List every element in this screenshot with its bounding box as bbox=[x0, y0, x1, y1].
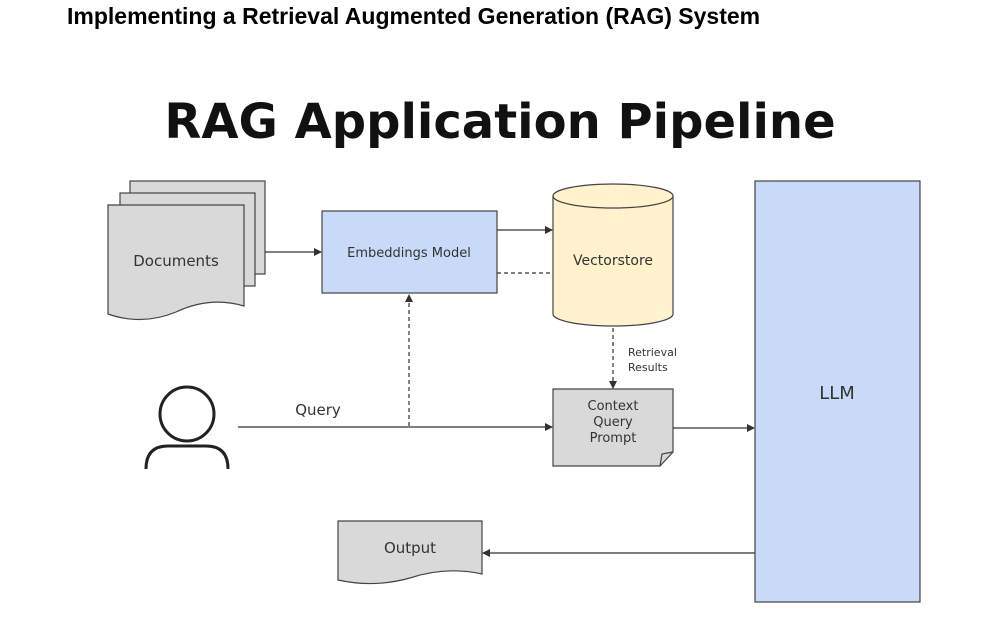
prompt-folded-corner bbox=[659, 451, 674, 467]
documents-node: Documents bbox=[107, 180, 266, 321]
llm-label: LLM bbox=[819, 383, 855, 404]
retrieval-results-label-line-1: Retrieval bbox=[628, 346, 677, 359]
output-box bbox=[337, 520, 483, 585]
prompt-label-context: Context bbox=[588, 399, 639, 414]
embeddings-model-box bbox=[321, 210, 498, 294]
prompt-box bbox=[552, 388, 674, 467]
retrieval-results-label-line-2: Results bbox=[628, 361, 668, 374]
query-label: Query bbox=[295, 401, 341, 419]
embeddings-model-label: Embeddings Model bbox=[347, 246, 471, 261]
prompt-label-prompt: Prompt bbox=[590, 431, 637, 446]
output-node: Output bbox=[337, 520, 483, 585]
user-body-icon bbox=[144, 444, 230, 470]
document-page-front bbox=[107, 204, 245, 321]
documents-label: Documents bbox=[133, 252, 219, 270]
page-title: Implementing a Retrieval Augmented Gener… bbox=[67, 3, 761, 29]
output-label: Output bbox=[384, 539, 436, 557]
embeddings-model-node: Embeddings Model bbox=[321, 210, 498, 294]
user-head-icon bbox=[158, 385, 216, 443]
vectorstore-top bbox=[552, 183, 674, 209]
prompt-label-query: Query bbox=[593, 415, 633, 430]
llm-node: LLM bbox=[754, 180, 921, 603]
vectorstore-label: Vectorstore bbox=[573, 253, 653, 269]
llm-box bbox=[754, 180, 921, 603]
diagram-title: RAG Application Pipeline bbox=[164, 94, 835, 150]
vectorstore-body bbox=[552, 195, 674, 327]
user-icon bbox=[144, 385, 230, 470]
prompt-node: Context Query Prompt bbox=[552, 388, 674, 467]
vectorstore-node: Vectorstore bbox=[552, 183, 674, 327]
